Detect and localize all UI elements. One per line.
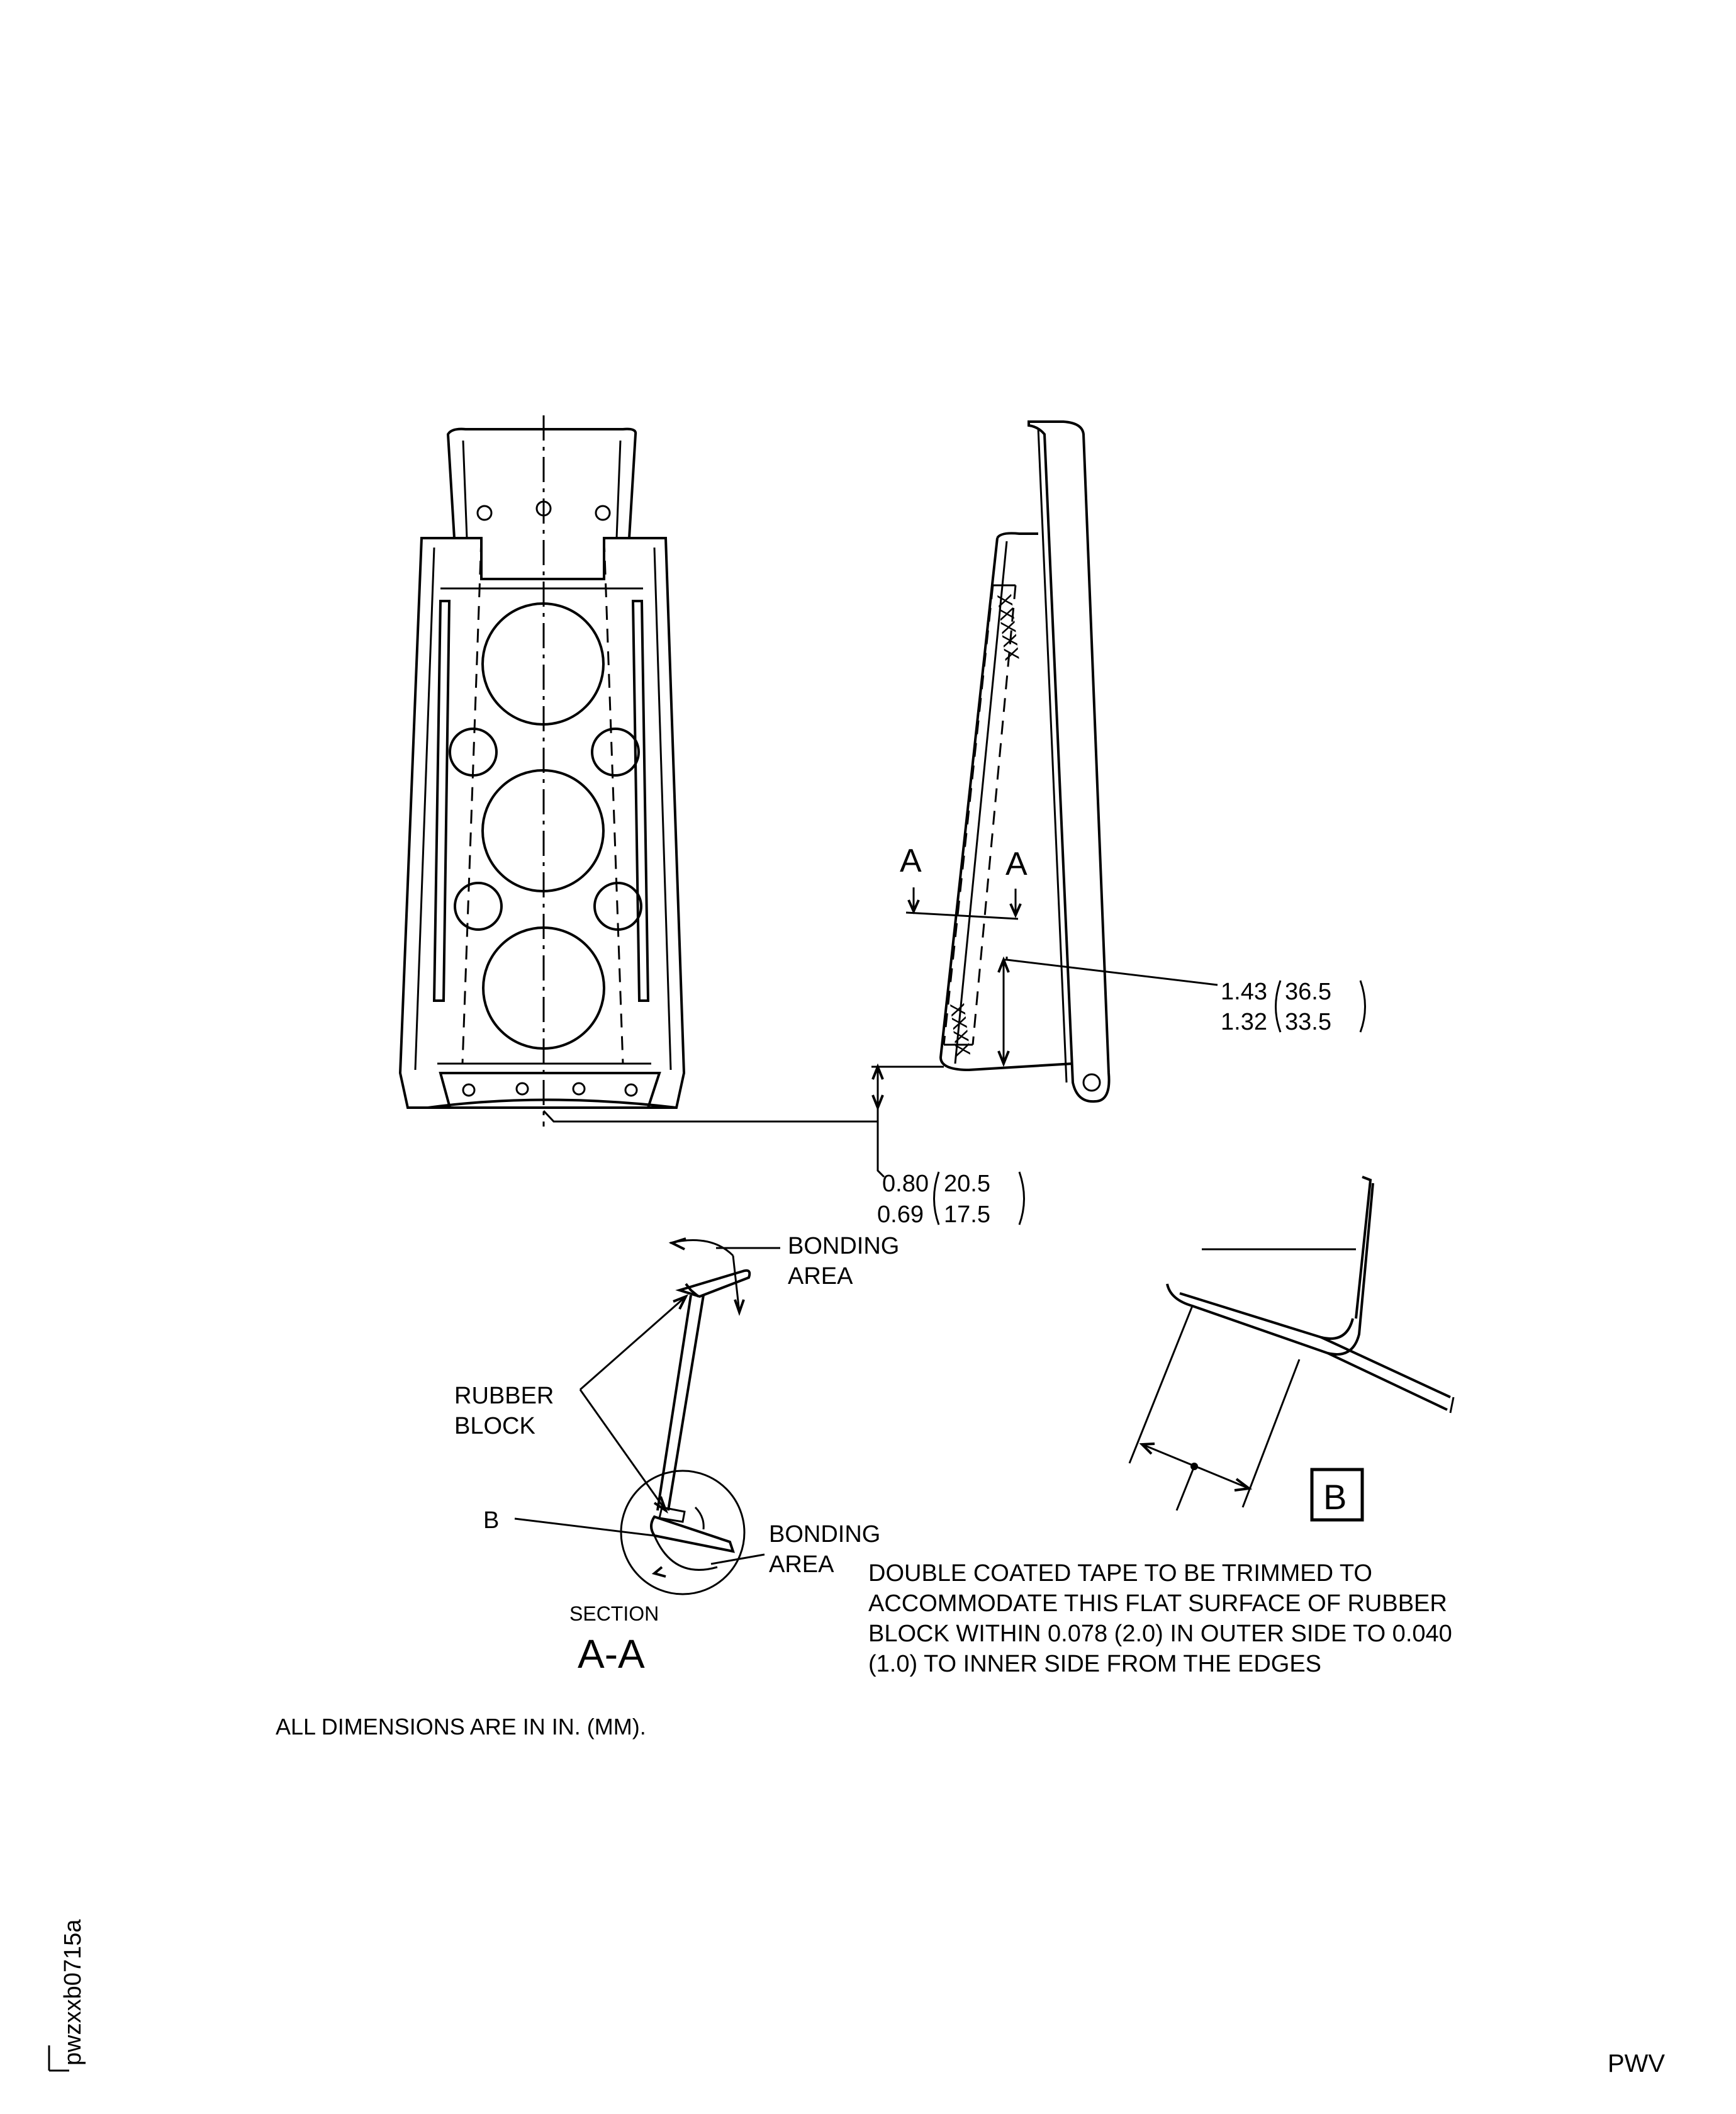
section-a-a-view bbox=[514, 1237, 780, 1595]
figure-id-bracket bbox=[48, 2045, 69, 2072]
detail-b-view bbox=[1128, 1176, 1455, 1511]
bonding-area-bottom-line2: AREA bbox=[769, 1551, 834, 1578]
section-id: A-A bbox=[578, 1631, 645, 1677]
dim-d3-mm: 20.5 bbox=[944, 1171, 990, 1197]
dim-d1-mm: 36.5 bbox=[1285, 979, 1331, 1005]
note-line-1: DOUBLE COATED TAPE TO BE TRIMMED TO bbox=[868, 1560, 1372, 1587]
note-line-3: BLOCK WITHIN 0.078 (2.0) IN OUTER SIDE T… bbox=[868, 1621, 1452, 1647]
footer-code: PWV bbox=[1608, 2050, 1665, 2077]
front-view bbox=[398, 415, 686, 1127]
tape-note: DOUBLE COATED TAPE TO BE TRIMMED TO ACCO… bbox=[868, 1560, 1452, 1677]
dim-d4-in: 0.69 bbox=[877, 1201, 924, 1228]
figure-id: pwzxxb0715a bbox=[60, 1919, 86, 2066]
svg-text:XXXX: XXXX bbox=[946, 1001, 975, 1057]
dim-d1-in: 1.43 bbox=[1221, 979, 1267, 1005]
dim-d4-mm: 17.5 bbox=[944, 1201, 990, 1228]
rubber-block-line2: BLOCK bbox=[454, 1413, 535, 1439]
rubber-block-line1: RUBBER bbox=[454, 1383, 554, 1409]
bonding-area-bottom-line1: BONDING bbox=[769, 1521, 880, 1548]
section-cut-letter-left: A bbox=[900, 843, 922, 879]
side-view: XXXXX XXXX bbox=[542, 420, 1218, 1178]
detail-ref-label: B bbox=[483, 1507, 499, 1534]
dimension-2: 0.80 0.69 20.5 17.5 bbox=[877, 1171, 1025, 1228]
units-note: ALL DIMENSIONS ARE IN IN. (MM). bbox=[276, 1714, 646, 1740]
section-word: SECTION bbox=[569, 1602, 659, 1625]
bonding-area-top-line1: BONDING bbox=[788, 1233, 899, 1259]
bonding-area-top-line2: AREA bbox=[788, 1263, 853, 1290]
dim-d2-in: 1.32 bbox=[1221, 1009, 1267, 1035]
note-line-2: ACCOMMODATE THIS FLAT SURFACE OF RUBBER bbox=[868, 1590, 1447, 1617]
detail-b-box-letter: B bbox=[1323, 1477, 1347, 1517]
dim-d2-mm: 33.5 bbox=[1285, 1009, 1331, 1035]
note-line-4: (1.0) TO INNER SIDE FROM THE EDGES bbox=[868, 1651, 1321, 1677]
section-cut-letter-right: A bbox=[1005, 846, 1028, 882]
detail-b-box bbox=[1310, 1468, 1364, 1522]
dim-d3-in: 0.80 bbox=[882, 1171, 929, 1197]
svg-text:XXXXX: XXXXX bbox=[993, 592, 1024, 661]
dimension-1: 1.43 1.32 36.5 33.5 bbox=[1221, 979, 1366, 1035]
